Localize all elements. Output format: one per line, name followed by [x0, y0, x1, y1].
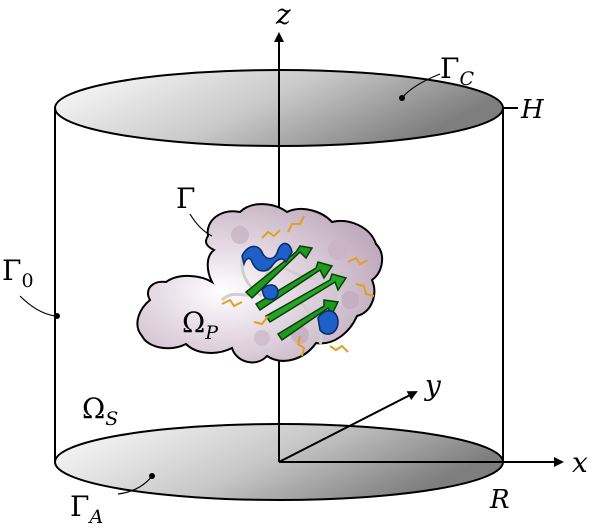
axis-z-label: z: [275, 0, 291, 31]
omega-s-label: ΩS: [82, 392, 118, 430]
gamma-label: Γ: [176, 182, 195, 215]
omega-p-label: ΩP: [182, 306, 219, 344]
gamma-0-leader: [19, 295, 56, 317]
axis-y-label: y: [423, 369, 442, 402]
gamma-a-dot: [149, 473, 155, 479]
gamma-0-label: Γ0: [2, 254, 34, 292]
gamma-c-leader: [401, 73, 441, 99]
gamma-c-label: ΓC: [440, 52, 474, 90]
gamma-c-dot: [399, 95, 405, 101]
gamma-a-label: ΓA: [70, 490, 103, 528]
gamma-leader: [189, 213, 213, 237]
cartoon-ribbon-icon: [220, 215, 375, 357]
axis-x-label: x: [572, 446, 588, 479]
y-axis: [278, 391, 418, 463]
gamma-0-dot: [54, 313, 60, 319]
height-label: H: [520, 95, 545, 125]
radius-label: R: [489, 485, 510, 515]
